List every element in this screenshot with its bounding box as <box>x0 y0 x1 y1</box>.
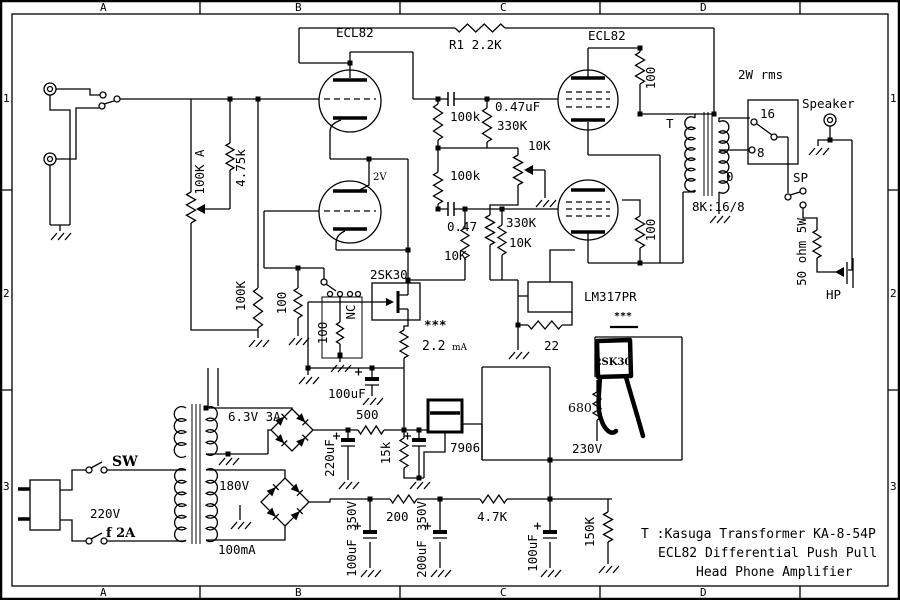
label-100ma: 100mA <box>218 542 256 557</box>
label-tap16: 16 <box>760 106 775 121</box>
border-col-a-top: A <box>100 1 107 14</box>
label-22: 22 <box>544 338 559 353</box>
label-7906: 7906 <box>450 440 480 455</box>
border-col-b-bottom: B <box>295 586 302 599</box>
label-tap0: 0 <box>726 169 734 184</box>
border-col-c-top: C <box>500 1 507 14</box>
border-col-d-top: D <box>700 1 707 14</box>
label-100-anode-bottom: 100 <box>643 219 658 242</box>
label-impedance: 8K:16/8 <box>692 199 745 214</box>
annotation-stars-left: *** <box>424 317 447 332</box>
label-lm317: LM317PR <box>584 289 637 304</box>
label-c2-200uf: 200uF <box>414 540 429 578</box>
label-2sk30-hand: 2SK30 <box>595 357 632 368</box>
label-220v: 220V <box>90 506 121 521</box>
coupling-network <box>408 92 558 325</box>
b-plus-rail <box>299 23 714 33</box>
label-100k-bottom: 100k <box>450 168 481 183</box>
label-2sk30: 2SK30 <box>370 267 408 282</box>
label-current-unit: mA <box>452 343 468 353</box>
label-330k-top: 330K <box>497 118 528 133</box>
label-volume-pot: 100K A <box>192 149 207 195</box>
label-hp: HP <box>826 287 841 302</box>
hv-rail <box>309 493 620 578</box>
lm317-block <box>508 249 575 360</box>
label-100-grid: 100 <box>274 292 289 315</box>
label-10k-a: 10K <box>444 248 467 263</box>
border-row-3-right: 3 <box>890 480 897 493</box>
label-r1: R1 2.2K <box>449 37 502 52</box>
title-line-2: ECL82 Differential Push Pull <box>658 546 877 561</box>
label-100-switch: 100 <box>315 322 330 345</box>
label-fuse: f 2A <box>106 526 136 541</box>
tube-ecl82-left <box>263 28 414 283</box>
label-4-75k: 4.75k <box>233 149 248 187</box>
output-transformer <box>684 99 799 224</box>
label-tap8: 8 <box>757 145 765 160</box>
label-cap-bottom: 0.47 <box>447 219 477 234</box>
label-speaker: Speaker <box>802 96 855 111</box>
title-line-3: Head Phone Amplifier <box>696 565 853 580</box>
label-ecl82-left: ECL82 <box>336 25 374 40</box>
label-150k: 150K <box>582 516 597 547</box>
label-sp: SP <box>793 170 808 185</box>
label-current-value: 2.2 <box>422 339 445 354</box>
border-row-1-right: 1 <box>890 92 897 105</box>
label-180v: 180V <box>219 478 250 493</box>
label-t: T <box>666 116 674 131</box>
border-row-2-right: 2 <box>890 287 897 300</box>
border-row-1-left: 1 <box>3 92 10 105</box>
hand-annotation-2sk30 <box>591 321 646 441</box>
border-col-c-bottom: C <box>500 586 507 599</box>
label-pot-10k: 10K <box>528 138 551 153</box>
speaker-headphone-section <box>784 113 854 288</box>
label-15k: 15k <box>378 441 393 464</box>
input-section <box>43 82 319 348</box>
border-col-d-bottom: D <box>700 586 707 599</box>
label-330k-bottom: 330K <box>506 215 537 230</box>
label-680: 680 <box>568 400 592 415</box>
label-100k-input: 100K <box>233 280 248 311</box>
label-200: 200 <box>386 509 409 524</box>
label-100-anode-top: 100 <box>643 67 658 90</box>
label-c2-350v: 350V <box>414 500 429 531</box>
border-row-2-left: 2 <box>3 287 10 300</box>
label-4-7k: 4.7K <box>477 509 508 524</box>
label-ecl82-right: ECL82 <box>588 28 626 43</box>
title-block: T :Kasuga Transformer KA-8-54P ECL82 Dif… <box>641 527 877 580</box>
label-100uf-fet: 100uF <box>328 386 366 401</box>
power-supply <box>18 368 314 545</box>
label-500: 500 <box>356 407 379 422</box>
label-100k-top: 100k <box>450 109 481 124</box>
label-50ohm: 50 ohm 5W <box>794 218 809 286</box>
border-col-b-top: B <box>295 1 302 14</box>
fet-current-source <box>298 282 421 430</box>
label-230v: 230V <box>572 441 603 456</box>
label-c3-100uf: 100uF <box>525 534 540 572</box>
title-line-1: T :Kasuga Transformer KA-8-54P <box>641 527 876 542</box>
annotation-arrow-head <box>598 321 612 333</box>
label-heater: 6.3V 3A <box>228 409 281 424</box>
label-2v: 2V <box>373 172 387 183</box>
component-labels: ECL82 ECL82 R1 2.2K 0.47uF 100k 330K 10K… <box>90 25 855 578</box>
label-2w-rms: 2W rms <box>738 67 783 82</box>
border-col-a-bottom: A <box>100 586 107 599</box>
tube-ecl82-right <box>557 28 715 264</box>
label-10k-b: 10K <box>509 235 532 250</box>
label-c1-350v: 350V <box>344 500 359 531</box>
label-nc: NC <box>343 304 358 319</box>
label-cap-top: 0.47uF <box>495 99 540 114</box>
annotation-stars-right: *** <box>614 311 632 322</box>
label-sw: SW <box>112 454 138 470</box>
label-220uf: 220uF <box>322 439 337 477</box>
border-row-3-left: 3 <box>3 480 10 493</box>
label-c1-100uf: 100uF <box>344 539 359 577</box>
